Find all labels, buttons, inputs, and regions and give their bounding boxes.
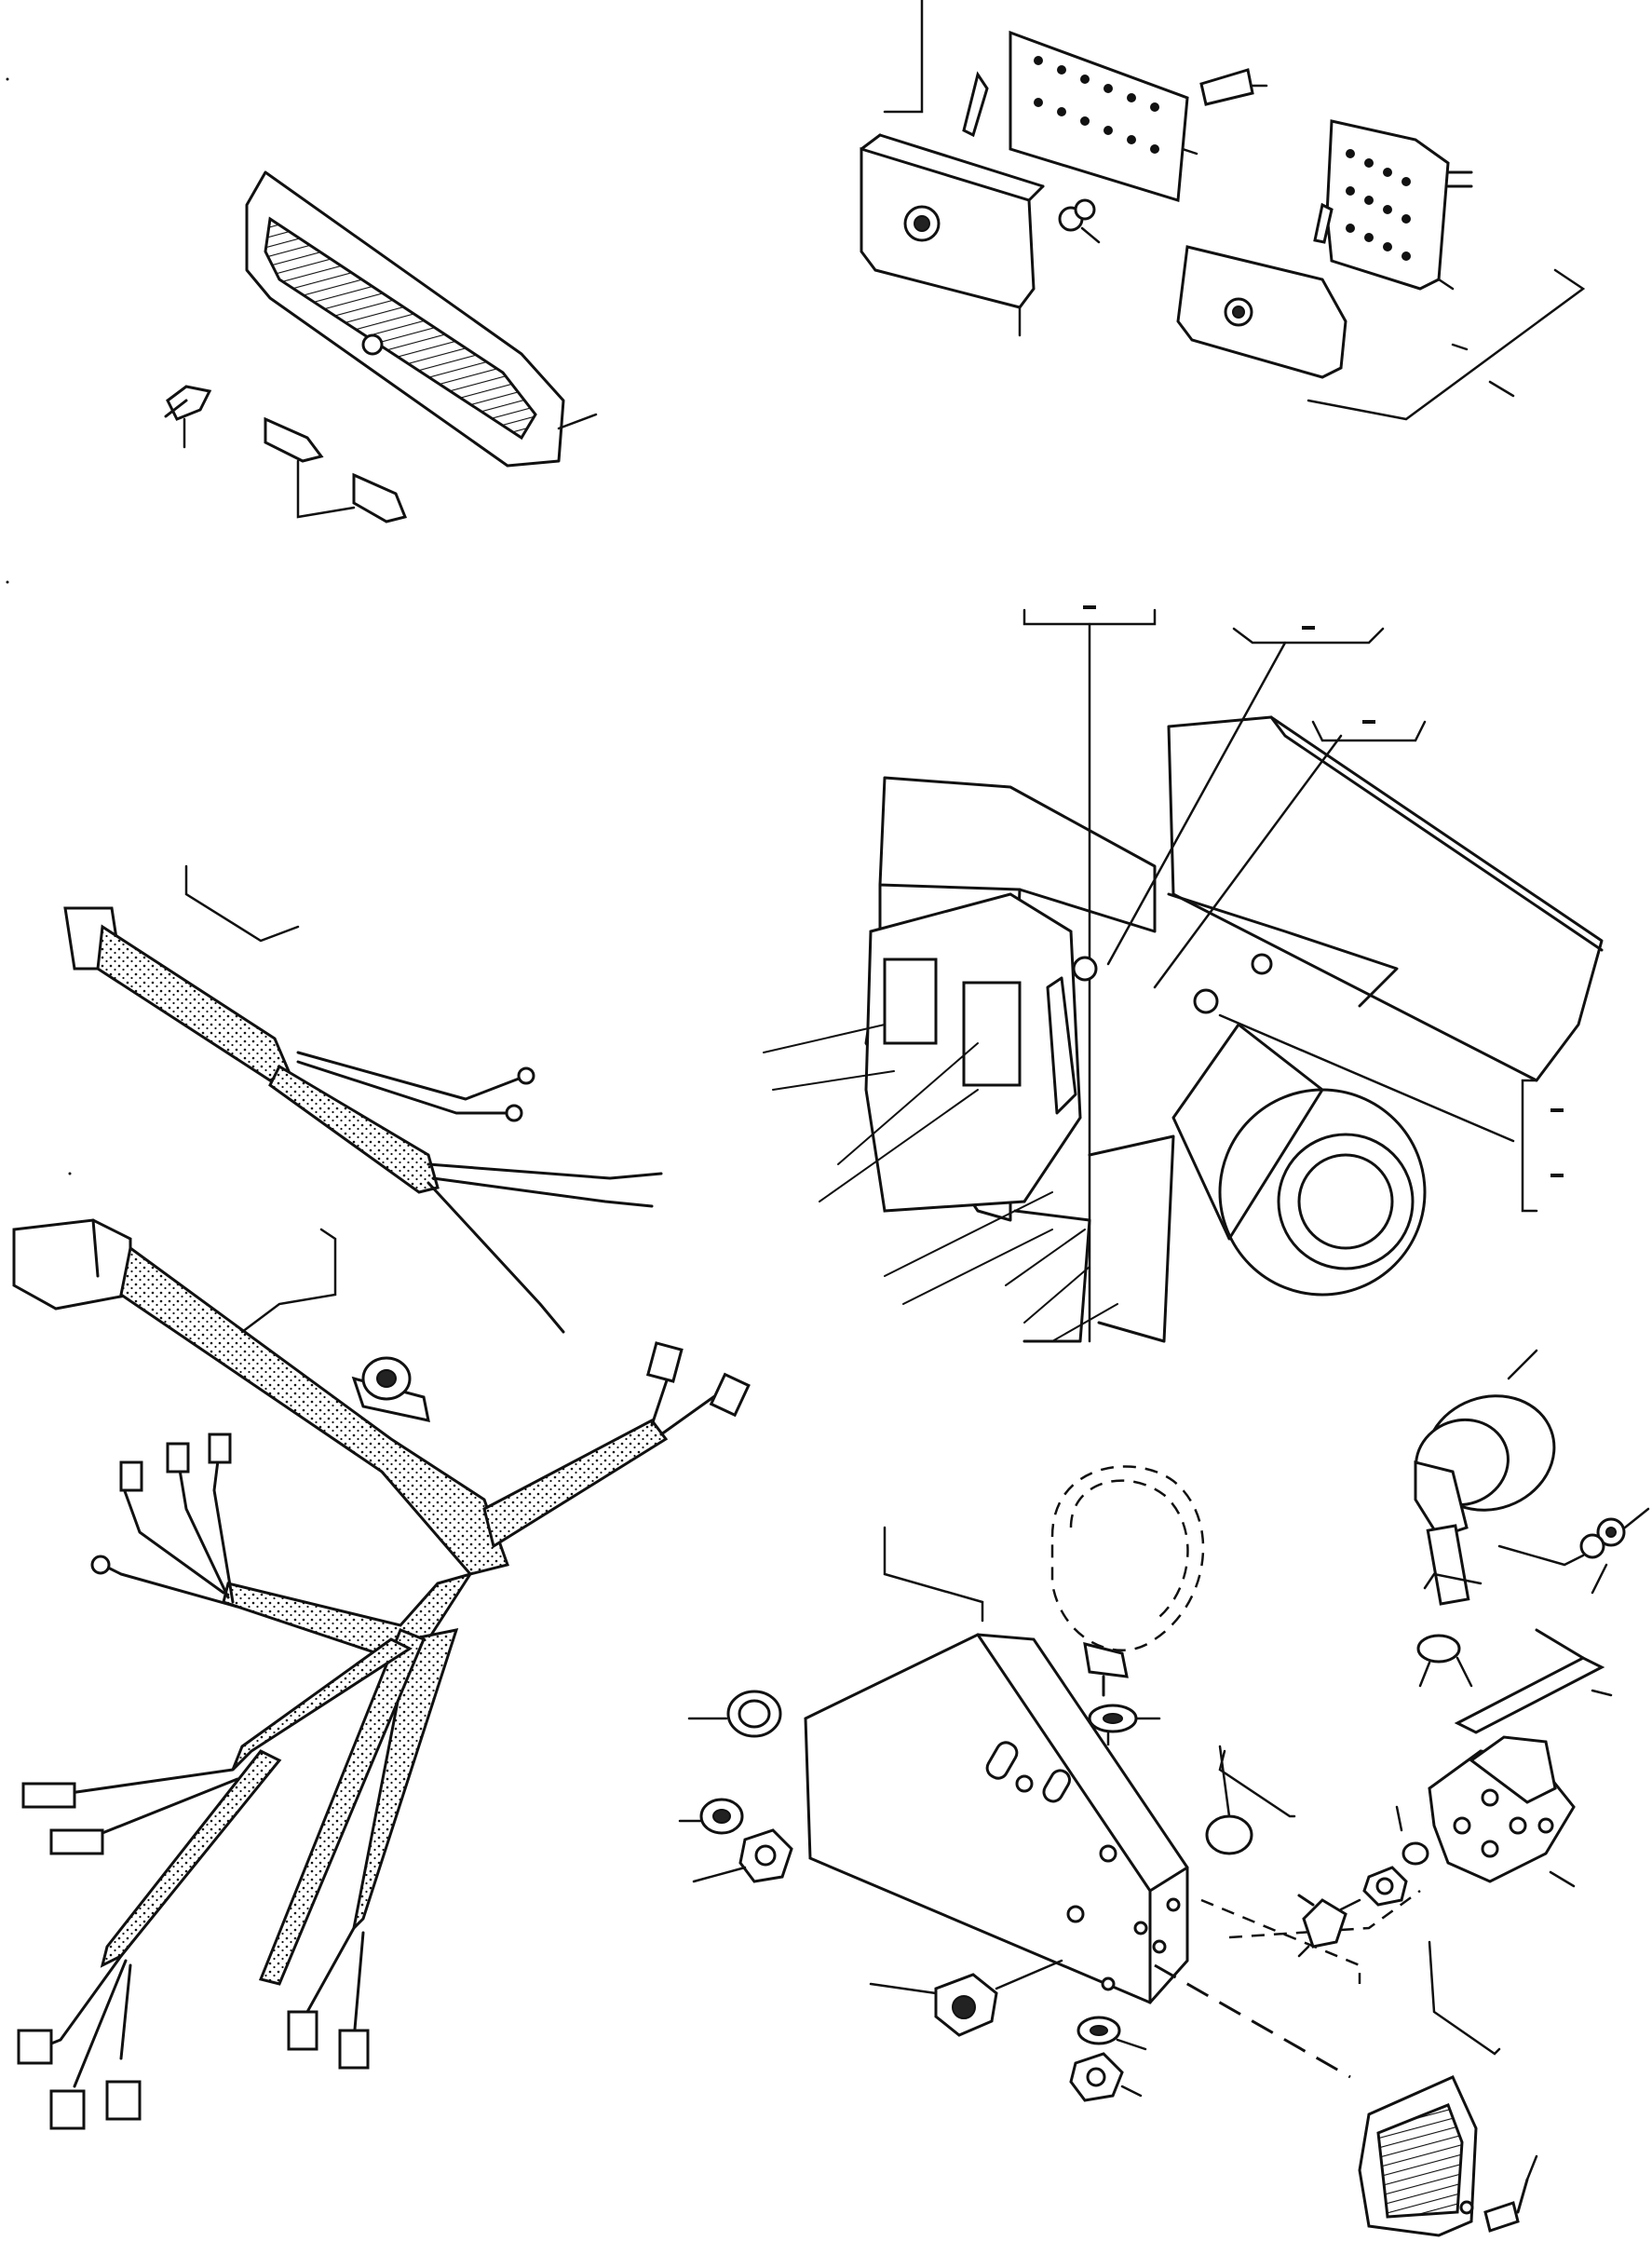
housing-fasteners bbox=[678, 1690, 1253, 2102]
main-wiring-harness bbox=[12, 1218, 751, 2130]
lamp-screw bbox=[164, 385, 212, 449]
rear-lamp-assembly bbox=[164, 170, 598, 523]
harness-clamp bbox=[351, 1356, 430, 1422]
rotary-switch bbox=[1297, 1628, 1613, 1958]
wheel-loader-machine-view bbox=[763, 605, 1604, 1343]
connector-block-small bbox=[1176, 119, 1586, 421]
mounting-bracket-housing bbox=[804, 1526, 1421, 2079]
switch-bulb bbox=[1297, 1894, 1347, 1958]
lamp-bulb bbox=[264, 416, 408, 523]
work-lamp bbox=[1050, 1465, 1205, 1844]
horn bbox=[1414, 1349, 1650, 1688]
connector-block-with-cover bbox=[860, 0, 1268, 337]
short-wiring-harness bbox=[63, 864, 663, 1334]
side-indicator-lamp bbox=[1358, 1940, 1538, 2237]
